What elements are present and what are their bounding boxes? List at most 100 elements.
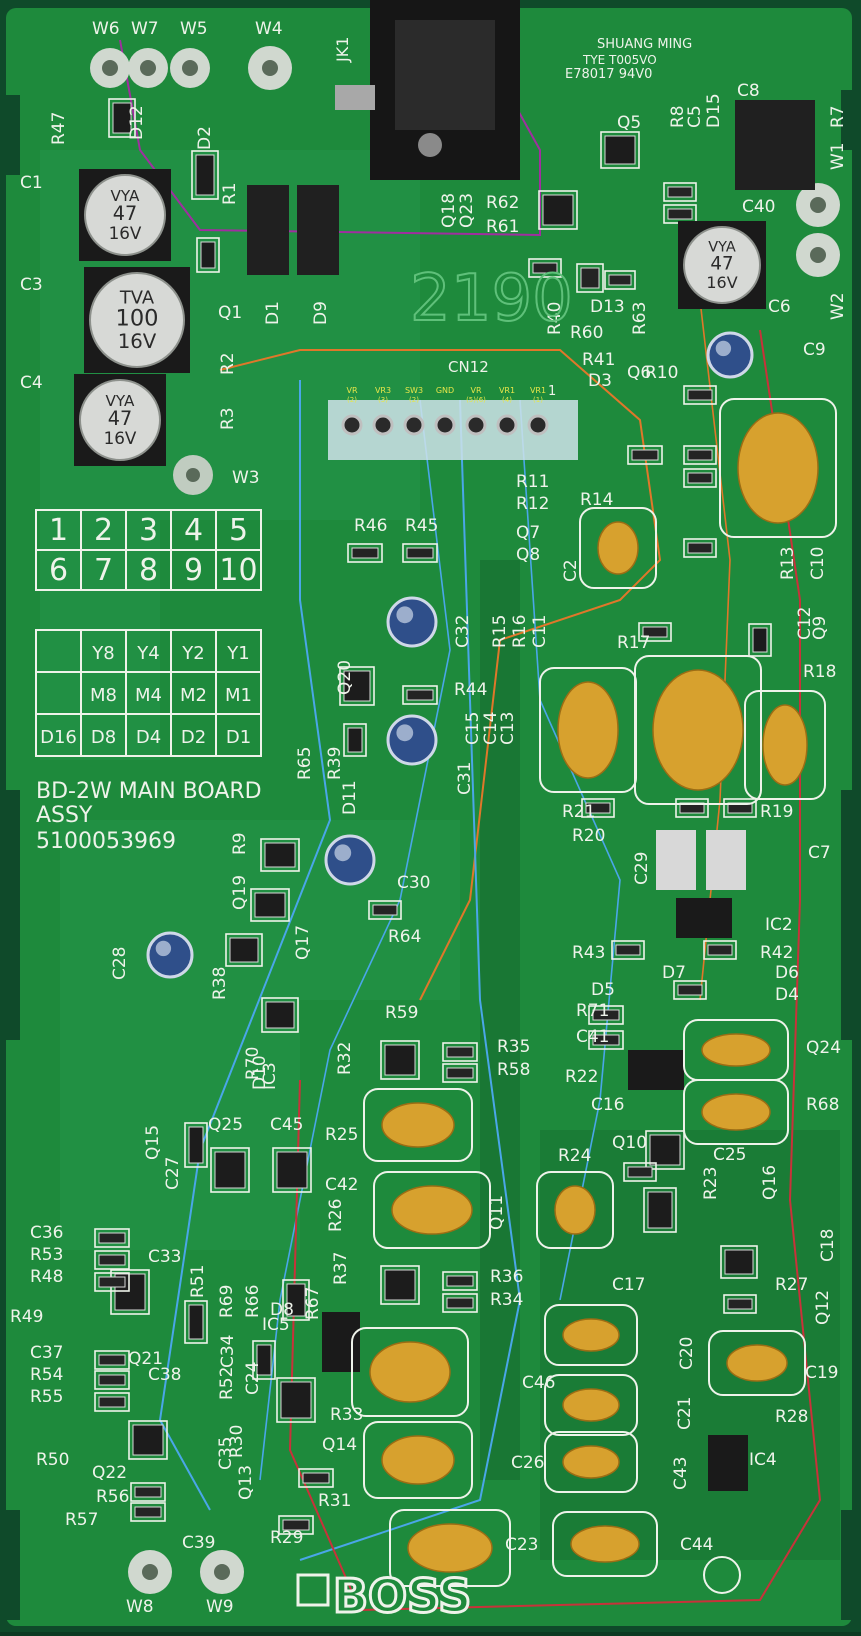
component-label: C17 — [612, 1275, 646, 1295]
edge-notch — [0, 95, 20, 175]
capacitor-brand: VYA — [106, 392, 135, 410]
component-label: D10 — [250, 1055, 270, 1090]
component-label: C13 — [498, 711, 518, 745]
component-label: R11 — [516, 472, 549, 492]
tantalum-outline — [536, 1171, 614, 1249]
component-label: W9 — [206, 1597, 234, 1617]
dc-jack-tab — [335, 85, 375, 110]
code-table-value: Y2 — [181, 643, 204, 664]
smd-part — [265, 1001, 295, 1029]
code-table-cell — [215, 713, 262, 757]
connector-pin-label: SW3 — [405, 386, 423, 395]
code-table-value: D1 — [226, 727, 251, 748]
component-label: W6 — [92, 19, 120, 39]
component-label: C32 — [453, 614, 473, 648]
component-label: C33 — [148, 1247, 182, 1267]
edge-notch — [0, 790, 20, 1040]
diode-d1 — [247, 185, 289, 275]
electrolytic-capacitor-small — [706, 331, 754, 379]
capacitor-voltage: 16V — [706, 273, 737, 292]
smd-footprint — [184, 1300, 208, 1344]
jumper-trace-purple — [119, 39, 541, 237]
smd-footprint — [278, 1515, 314, 1535]
smd-part — [264, 842, 296, 868]
jack-label: JK1 — [333, 37, 352, 63]
smd-part — [98, 1232, 126, 1244]
component-label: C6 — [768, 297, 791, 317]
smd-part — [188, 1126, 204, 1164]
component-label: Q12 — [813, 1290, 833, 1325]
tantalum-outline — [552, 1511, 658, 1577]
smd-footprint — [110, 1269, 150, 1315]
component-label: R32 — [335, 1042, 355, 1075]
smd-footprint — [210, 1147, 250, 1193]
smd-part — [406, 689, 434, 701]
connector-pin — [527, 414, 549, 436]
tantalum-capacitor — [407, 1523, 493, 1573]
smd-part — [615, 944, 641, 956]
component-label: IC3 — [260, 1062, 280, 1090]
connector-pin — [403, 414, 425, 436]
number-grid-value: 2 — [94, 513, 113, 548]
smd-part — [687, 449, 713, 461]
component-label: Q11 — [487, 1195, 507, 1230]
component-label: R38 — [210, 967, 230, 1000]
ic4-chip — [708, 1435, 748, 1491]
smd-footprint — [683, 468, 717, 488]
electrolytic-capacitor-small — [386, 714, 438, 766]
smd-part — [98, 1374, 126, 1386]
component-label: D5 — [591, 980, 615, 1000]
smd-footprint — [611, 940, 645, 960]
component-label: C18 — [818, 1228, 838, 1262]
board-title: BD-2W MAIN BOARD — [36, 779, 262, 804]
connector-pin-sub: (5)(6) — [466, 396, 486, 404]
tantalum-outline — [683, 1079, 789, 1145]
component-label: C35 — [216, 1436, 236, 1470]
component-label: R62 — [486, 193, 519, 213]
smd-footprint — [442, 1293, 478, 1313]
component-label: R7 — [828, 105, 848, 128]
component-label: IC4 — [749, 1450, 777, 1470]
component-label: Q19 — [230, 875, 250, 910]
capacitor-voltage: 16V — [118, 330, 157, 353]
component-label: R34 — [490, 1290, 523, 1310]
capacitor-shine — [334, 844, 352, 862]
smd-part — [406, 547, 434, 559]
smd-part — [542, 194, 574, 226]
number-grid-value: 9 — [184, 553, 203, 588]
code-table-value: M8 — [90, 685, 117, 706]
component-label: Q7 — [516, 523, 540, 543]
smd-footprint — [130, 1482, 166, 1502]
jumper-trace-orange — [219, 349, 662, 1001]
component-label: R12 — [516, 494, 549, 514]
component-label: W1 — [828, 142, 848, 170]
component-label: D7 — [662, 963, 686, 983]
tantalum-capacitors — [351, 398, 837, 1587]
tantalum-capacitor — [369, 1341, 451, 1403]
jumper-trace-blue — [519, 399, 621, 1301]
smd-part — [446, 1067, 474, 1079]
tantalum-outline — [363, 1421, 473, 1499]
connector-pin — [496, 414, 518, 436]
smd-footprint — [528, 258, 562, 278]
component-label: C26 — [511, 1453, 545, 1473]
component-label: C27 — [163, 1156, 183, 1190]
code-table-value: D16 — [40, 727, 77, 748]
tantalum-outline — [351, 1327, 469, 1417]
tantalum-capacitor — [652, 669, 744, 791]
smd-part — [214, 1151, 246, 1189]
component-label: R18 — [803, 662, 836, 682]
copper-pour — [540, 1130, 840, 1560]
electrolytic-capacitor-small — [386, 596, 438, 648]
smd-footprint — [643, 1187, 677, 1233]
smd-footprint — [368, 900, 402, 920]
tantalum-capacitor — [570, 1525, 640, 1563]
component-label: Q9 — [810, 616, 830, 640]
component-label: R40 — [545, 302, 565, 335]
tantalum-capacitor — [391, 1185, 473, 1235]
smd-footprint — [623, 1162, 657, 1182]
connector-pin-sub: (3) — [378, 396, 388, 404]
board-part-number: 5100053969 — [36, 829, 176, 854]
diode-d9 — [297, 185, 339, 275]
smd-part — [229, 937, 259, 963]
